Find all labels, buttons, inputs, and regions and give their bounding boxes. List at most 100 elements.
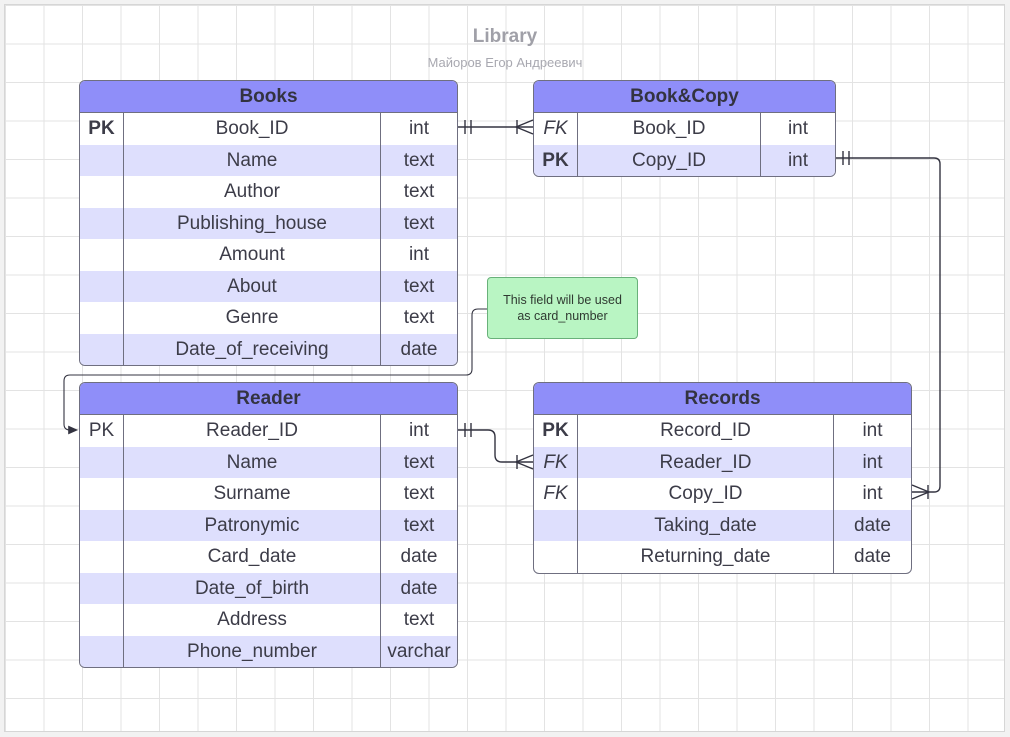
- key-cell: PK: [80, 415, 124, 447]
- field-name-cell: Copy_ID: [578, 478, 834, 510]
- field-name-cell: Name: [124, 446, 381, 478]
- field-name-cell: Surname: [124, 478, 381, 510]
- field-name-cell: Taking_date: [578, 509, 834, 541]
- key-cell: [80, 333, 124, 365]
- key-cell: [534, 509, 578, 541]
- field-name-cell: Book_ID: [578, 113, 761, 145]
- field-type-cell: varchar: [387, 640, 451, 662]
- key-cell: [80, 207, 124, 239]
- table-row[interactable]: Taking_date date: [534, 509, 911, 541]
- field-type-cell: int: [408, 420, 430, 441]
- field-name-cell: Reader_ID: [124, 415, 381, 447]
- field-type-cell: int: [408, 118, 430, 139]
- field-type-cell: int: [787, 118, 809, 139]
- key-cell: PK: [534, 144, 578, 176]
- field-type-cell: text: [403, 609, 435, 630]
- field-name-cell: Author: [124, 176, 381, 208]
- key-cell: [534, 541, 578, 573]
- field-name-cell: Record_ID: [578, 415, 834, 447]
- entity-book-copy-header: Book&Copy: [534, 81, 835, 113]
- field-type-cell: text: [403, 181, 435, 202]
- field-name-cell: Reader_ID: [578, 446, 834, 478]
- table-row[interactable]: Author text: [80, 176, 457, 208]
- key-cell: [80, 572, 124, 604]
- key-cell: PK: [80, 113, 124, 145]
- table-row[interactable]: Card_date date: [80, 541, 457, 573]
- field-type-cell: date: [400, 577, 438, 599]
- table-row[interactable]: Date_of_birth date: [80, 572, 457, 604]
- field-name-cell: Copy_ID: [578, 144, 761, 176]
- field-name-cell: Card_date: [124, 541, 381, 573]
- field-type-cell: date: [400, 546, 438, 567]
- table-row[interactable]: Address text: [80, 604, 457, 636]
- table-row[interactable]: Name text: [80, 144, 457, 176]
- key-cell: [80, 302, 124, 334]
- field-type-cell: int: [862, 451, 883, 473]
- note-line-1: This field will be used: [503, 293, 622, 307]
- key-cell: FK: [534, 446, 578, 478]
- table-row[interactable]: Date_of_receiving date: [80, 333, 457, 365]
- entity-records-header: Records: [534, 383, 911, 415]
- note-line-2: as card_number: [517, 309, 608, 323]
- key-cell: FK: [534, 113, 578, 145]
- field-name-cell: Returning_date: [578, 541, 834, 573]
- field-type-cell: text: [403, 483, 435, 504]
- field-name-cell: Publishing_house: [124, 207, 381, 239]
- field-type-cell: int: [787, 149, 809, 171]
- field-name-cell: About: [124, 270, 381, 302]
- key-cell: [80, 604, 124, 636]
- key-cell: [80, 176, 124, 208]
- key-cell: [80, 478, 124, 510]
- key-cell: [80, 270, 124, 302]
- field-type-cell: date: [854, 514, 891, 536]
- entity-books-header: Books: [80, 81, 457, 113]
- sticky-note[interactable]: This field will be used as card_number: [487, 277, 638, 339]
- table-row[interactable]: Returning_date date: [534, 541, 911, 573]
- table-row[interactable]: Name text: [80, 446, 457, 478]
- field-type-cell: date: [854, 546, 891, 567]
- diagram-subtitle: Майоров Егор Андреевич: [427, 55, 583, 70]
- field-type-cell: int: [862, 420, 883, 441]
- field-name-cell: Address: [124, 604, 381, 636]
- key-cell: [80, 635, 124, 667]
- key-cell: FK: [534, 478, 578, 510]
- field-type-cell: text: [403, 307, 435, 328]
- field-name-cell: Date_of_receiving: [124, 333, 381, 365]
- field-name-cell: Amount: [124, 239, 381, 271]
- field-type-cell: int: [408, 244, 430, 265]
- entity-reader-header: Reader: [80, 383, 457, 415]
- field-type-cell: date: [400, 338, 438, 360]
- key-cell: [80, 144, 124, 176]
- key-cell: [80, 239, 124, 271]
- key-cell: [80, 541, 124, 573]
- table-row[interactable]: About text: [80, 270, 457, 302]
- field-type-cell: int: [862, 483, 883, 504]
- field-name-cell: Phone_number: [124, 635, 381, 667]
- field-name-cell: Name: [124, 144, 381, 176]
- diagram-title: Library: [472, 26, 538, 47]
- field-type-cell: text: [403, 451, 435, 473]
- field-name-cell: Patronymic: [124, 509, 381, 541]
- field-name-cell: Book_ID: [124, 113, 381, 145]
- table-row[interactable]: Amount int: [80, 239, 457, 271]
- field-name-cell: Date_of_birth: [124, 572, 381, 604]
- field-type-cell: text: [403, 149, 435, 171]
- key-cell: PK: [534, 415, 578, 447]
- table-row[interactable]: Phone_number varchar: [80, 635, 457, 667]
- field-type-cell: text: [403, 275, 435, 297]
- table-row[interactable]: Surname text: [80, 478, 457, 510]
